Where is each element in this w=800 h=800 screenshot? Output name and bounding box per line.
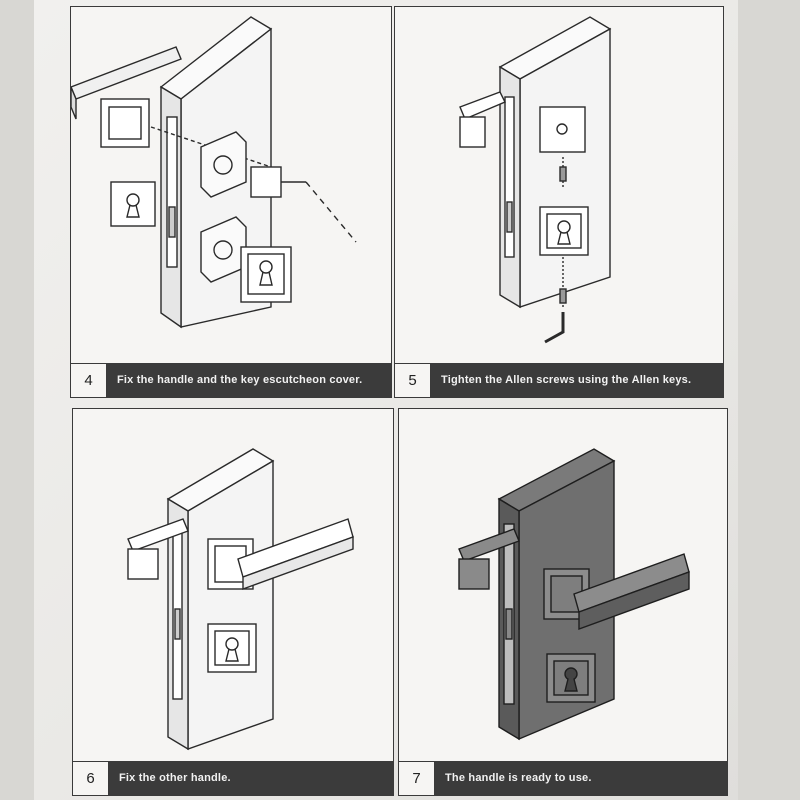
step-text: Fix the handle and the key escutcheon co… bbox=[117, 374, 363, 386]
step-5-illustration bbox=[459, 16, 612, 344]
step-4-panel: 4 Fix the handle and the key escutcheon … bbox=[70, 6, 392, 398]
step-4-illustration bbox=[71, 16, 357, 329]
step-4-caption: 4 Fix the handle and the key escutcheon … bbox=[71, 363, 391, 397]
step-number: 6 bbox=[73, 761, 109, 795]
step-6-panel: 6 Fix the other handle. bbox=[72, 408, 394, 796]
step-text: Tighten the Allen screws using the Allen… bbox=[441, 374, 692, 386]
step-7-panel: 7 The handle is ready to use. bbox=[398, 408, 728, 796]
step-7-illustration bbox=[458, 448, 690, 741]
step-7-caption: 7 The handle is ready to use. bbox=[399, 761, 727, 795]
step-number: 5 bbox=[395, 363, 431, 397]
step-number: 7 bbox=[399, 761, 435, 795]
step-text: The handle is ready to use. bbox=[445, 772, 592, 784]
step-text: Fix the other handle. bbox=[119, 772, 231, 784]
step-6-illustration bbox=[127, 448, 354, 751]
step-6-caption: 6 Fix the other handle. bbox=[73, 761, 393, 795]
step-5-panel: 5 Tighten the Allen screws using the All… bbox=[394, 6, 724, 398]
step-number: 4 bbox=[71, 363, 107, 397]
step-5-caption: 5 Tighten the Allen screws using the All… bbox=[395, 363, 723, 397]
